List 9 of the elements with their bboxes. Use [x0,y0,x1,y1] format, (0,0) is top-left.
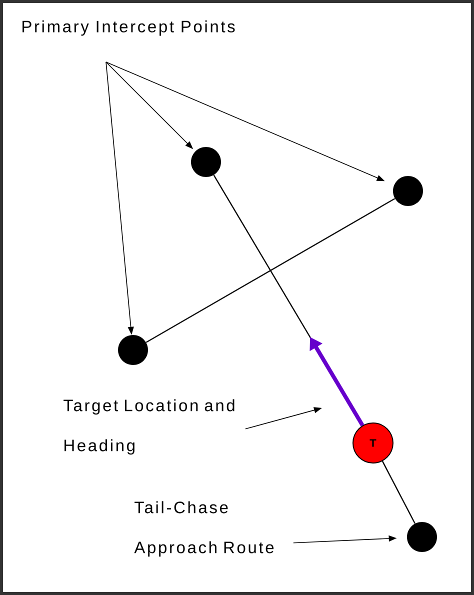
dot [393,176,423,206]
dot [191,147,221,177]
dot [118,335,148,365]
callout-label: Tail-Chase Approach Route [134,501,274,557]
route-line [382,460,416,524]
callout-label: Target Location and Heading [64,399,234,455]
heading-label: Primary Intercept Points [22,20,235,36]
route-line [146,198,396,343]
dot [407,522,437,552]
